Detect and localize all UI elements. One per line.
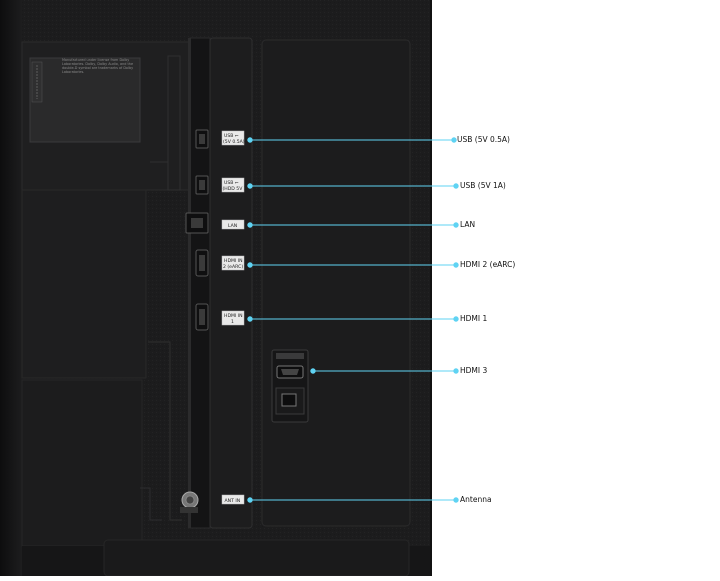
svg-text:HDMI IN: HDMI IN xyxy=(224,313,243,319)
usb1-panel-label-line1: USB ⭠ xyxy=(224,133,239,139)
svg-text:(HDD 5V 1A): (HDD 5V 1A) xyxy=(223,186,252,192)
optical-port-icon xyxy=(281,393,297,407)
connector-lines xyxy=(247,137,459,503)
svg-text:1: 1 xyxy=(231,319,234,325)
hdmi1-panel-label: HDMI IN 1 xyxy=(221,310,245,326)
antenna-port-icon xyxy=(180,491,199,513)
port-label-strip xyxy=(209,37,253,529)
usb1-panel-label-line2: (5V 0.5A) xyxy=(223,139,245,145)
callout-hdmi1: HDMI 1 xyxy=(460,314,488,323)
callout-hdmi3: HDMI 3 xyxy=(460,366,488,375)
svg-text:2 (eARC): 2 (eARC) xyxy=(223,264,243,270)
lan-panel-label: LAN xyxy=(221,219,245,230)
hdmi2-panel-label: HDMI IN 2 (eARC) xyxy=(221,255,245,271)
svg-text:USB ⭠: USB ⭠ xyxy=(224,180,239,186)
callout-usb1: USB (5V 0.5A) xyxy=(457,135,510,144)
usb2-panel-label: USB ⭠ (HDD 5V 1A) xyxy=(221,177,252,193)
warning-sticker-text: Manufactured under license from Dolby La… xyxy=(62,58,134,75)
svg-text:HDMI IN: HDMI IN xyxy=(224,258,243,264)
svg-text:LAN: LAN xyxy=(228,223,237,229)
callout-usb2: USB (5V 1A) xyxy=(460,181,506,190)
port-module xyxy=(189,37,211,529)
warning-sticker xyxy=(29,57,141,143)
callout-lan: LAN xyxy=(460,220,476,229)
right-panel xyxy=(261,39,411,527)
mid-left-panel xyxy=(21,189,147,379)
lower-left-panel xyxy=(21,379,143,547)
usb1-panel-label: USB ⭠ (5V 0.5A) xyxy=(221,130,245,146)
svg-text:ANT IN: ANT IN xyxy=(225,498,241,504)
ant-panel-label: ANT IN xyxy=(221,494,245,505)
left-edge-shadow xyxy=(0,0,22,576)
callout-antenna: Antenna xyxy=(460,495,492,504)
side-port-block xyxy=(271,349,309,423)
callout-hdmi2: HDMI 2 (eARC) xyxy=(460,260,516,269)
